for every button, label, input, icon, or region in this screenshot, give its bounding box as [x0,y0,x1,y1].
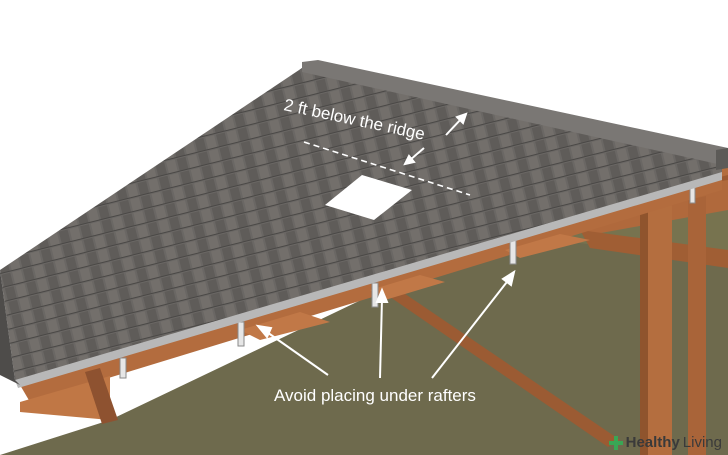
rafter-brackets [119,182,696,379]
health-cross-icon [608,435,623,450]
skylight-position-marker [325,175,412,220]
drip-edge [15,172,722,388]
ridge-arrows [403,112,468,166]
rafter-arrows [255,269,516,379]
diagonal-brace [380,285,620,447]
roof-ridge-cap [302,60,728,165]
brand-name-regular: Living [682,434,722,451]
ridge-offset-dashed-line [303,141,471,196]
rafter-warning-label: Avoid placing under rafters [274,386,476,405]
brand-name-bold: Healthy [625,434,680,451]
post-far [688,196,706,455]
brand-logo: Healthy Living [608,434,722,451]
roof-shingles [0,68,722,385]
